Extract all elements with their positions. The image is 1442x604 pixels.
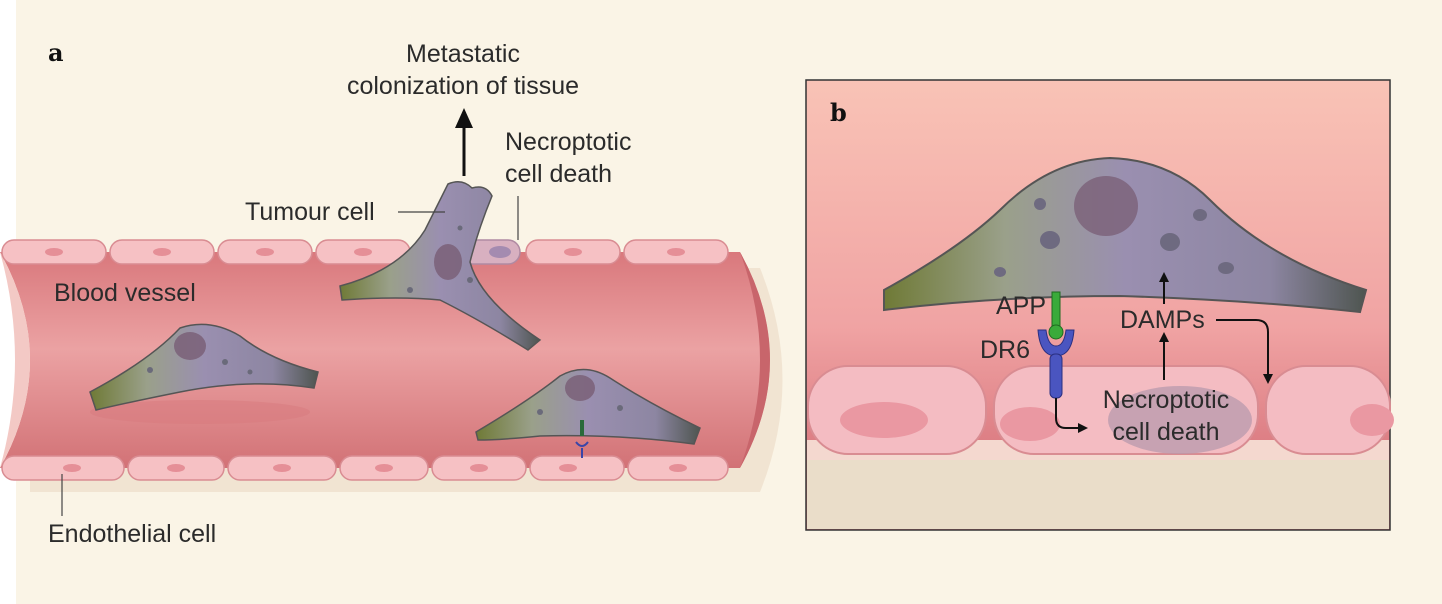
necroptotic-label-a-line1: Necroptotic [505, 128, 632, 156]
necroptotic-label-a: Necroptotic cell death [505, 126, 631, 190]
damps-label: DAMPs [1120, 306, 1205, 334]
metastasis-arrow [455, 108, 473, 176]
blood-vessel-label: Blood vessel [54, 279, 196, 307]
endothelial-row-top [1, 239, 729, 265]
metastatic-label: Metastatic colonization of tissue [332, 38, 594, 102]
metastatic-label-line1: Metastatic [406, 40, 520, 68]
endothelial-cell-label: Endothelial cell [48, 520, 217, 548]
panel-b-arrowheads [1078, 272, 1273, 433]
endothelial-row-bottom [1, 455, 729, 481]
app-label: APP [996, 292, 1047, 320]
necroptotic-label-b-line1: Necroptotic [1102, 386, 1230, 414]
tumour-cell-label: Tumour cell [245, 198, 375, 226]
necroptotic-label-b-line2: cell death [1112, 418, 1220, 446]
tumour-cell-adhering [475, 368, 701, 458]
tumour-cell-extravasating [339, 181, 542, 351]
panel-b-tissue [807, 458, 1389, 529]
panel-a-letter: a [48, 38, 64, 67]
app-receptor [1048, 291, 1064, 340]
vessel-end [740, 252, 770, 468]
vessel-opening [0, 252, 30, 468]
dr6-label: DR6 [980, 336, 1031, 364]
panel-b-arrows [1055, 280, 1269, 429]
dr6-receptor-small [575, 441, 589, 458]
tumour-cell-floating [89, 323, 319, 424]
panel-b-tumour-cell [883, 156, 1368, 314]
necroptotic-label-a-line2: cell death [505, 160, 613, 188]
panel-b-letter: b [830, 98, 847, 127]
metastatic-label-line2: colonization of tissue [346, 72, 580, 100]
necroptotic-label-b: Necroptotic cell death [1086, 384, 1246, 448]
